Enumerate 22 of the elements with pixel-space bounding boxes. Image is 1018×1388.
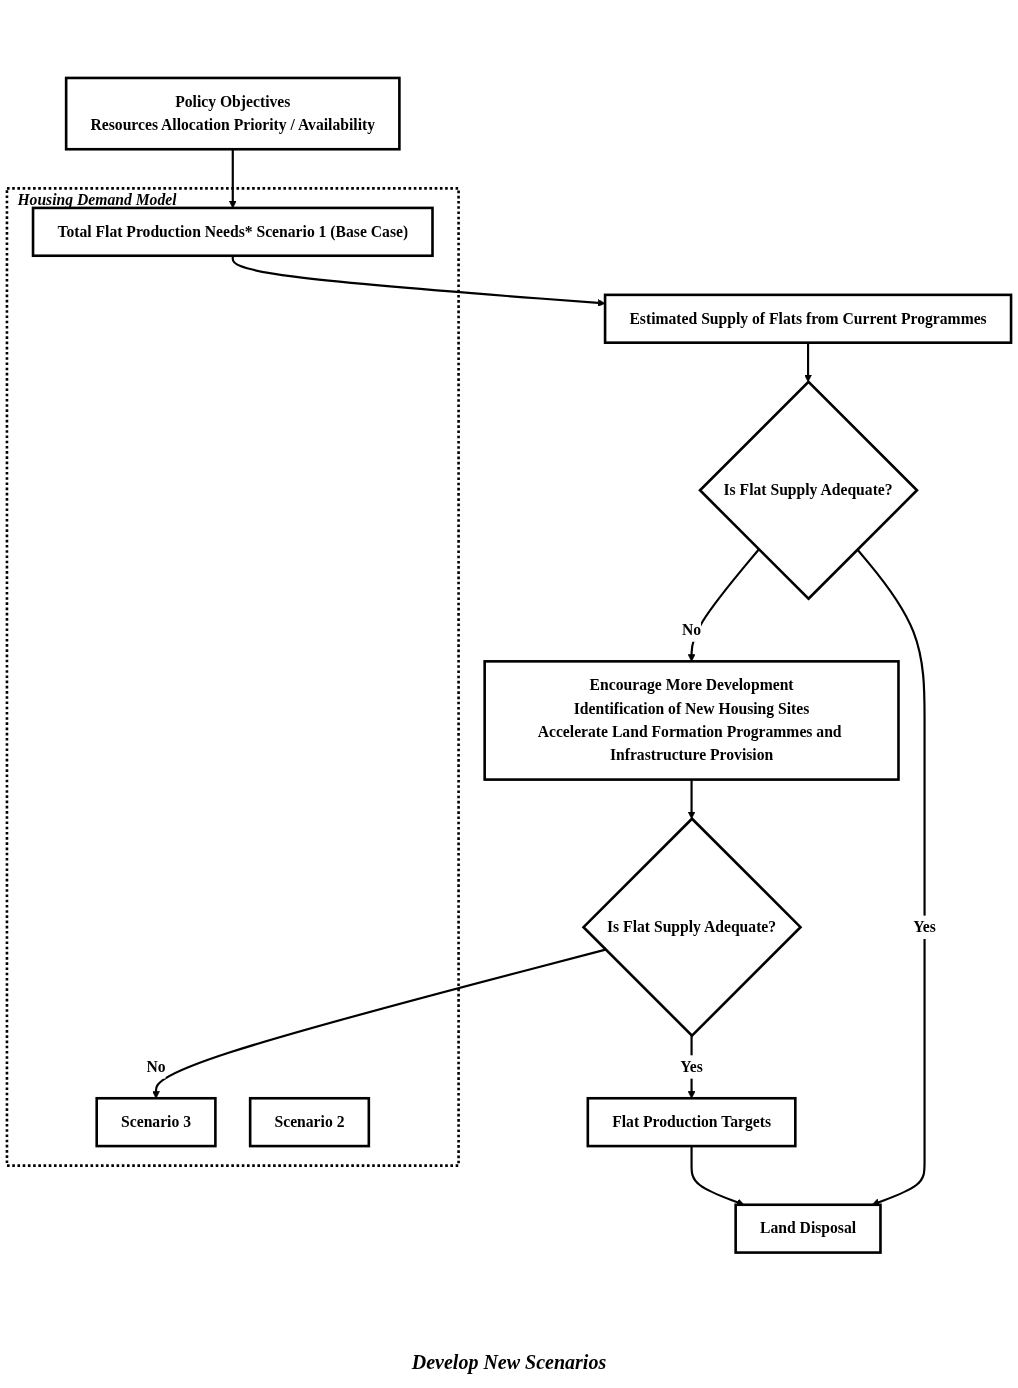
node-box: Scenario 2 [248,1096,371,1148]
arrow [804,342,812,382]
arrow [687,779,696,819]
node-diamond: Is Flat Supply Adequate? [581,816,803,1038]
edge-label: Yes [913,917,936,936]
node-box: Policy Objectives Resources Allocation Priority / Availability [64,76,401,151]
edge-label: No [682,620,702,639]
node-box: Scenario 3 [95,1096,217,1148]
edge-label: Yes [680,1057,703,1075]
node-box: Encourage More Development Identification of New Housing Sites Accelerate Land Formation Programmes and Infrastructure Provision [483,659,900,781]
arrow [228,149,237,208]
arrow [856,548,926,1206]
arrow [231,255,606,307]
edge-label: No [146,1057,166,1075]
node-box: Land Disposal [734,1203,882,1254]
arrow [152,948,606,1099]
node-box: Flat Production Targets [586,1096,797,1148]
node-diamond: Is Flat Supply Adequate? [698,379,919,601]
node-box: Total Flat Production Needs* Scenario 1 (Base Case) [31,206,434,257]
node-box: Estimated Supply of Flats from Current Programmes [603,293,1013,344]
arrow [687,548,760,662]
note-text: Develop New Scenarios [410,1351,608,1374]
